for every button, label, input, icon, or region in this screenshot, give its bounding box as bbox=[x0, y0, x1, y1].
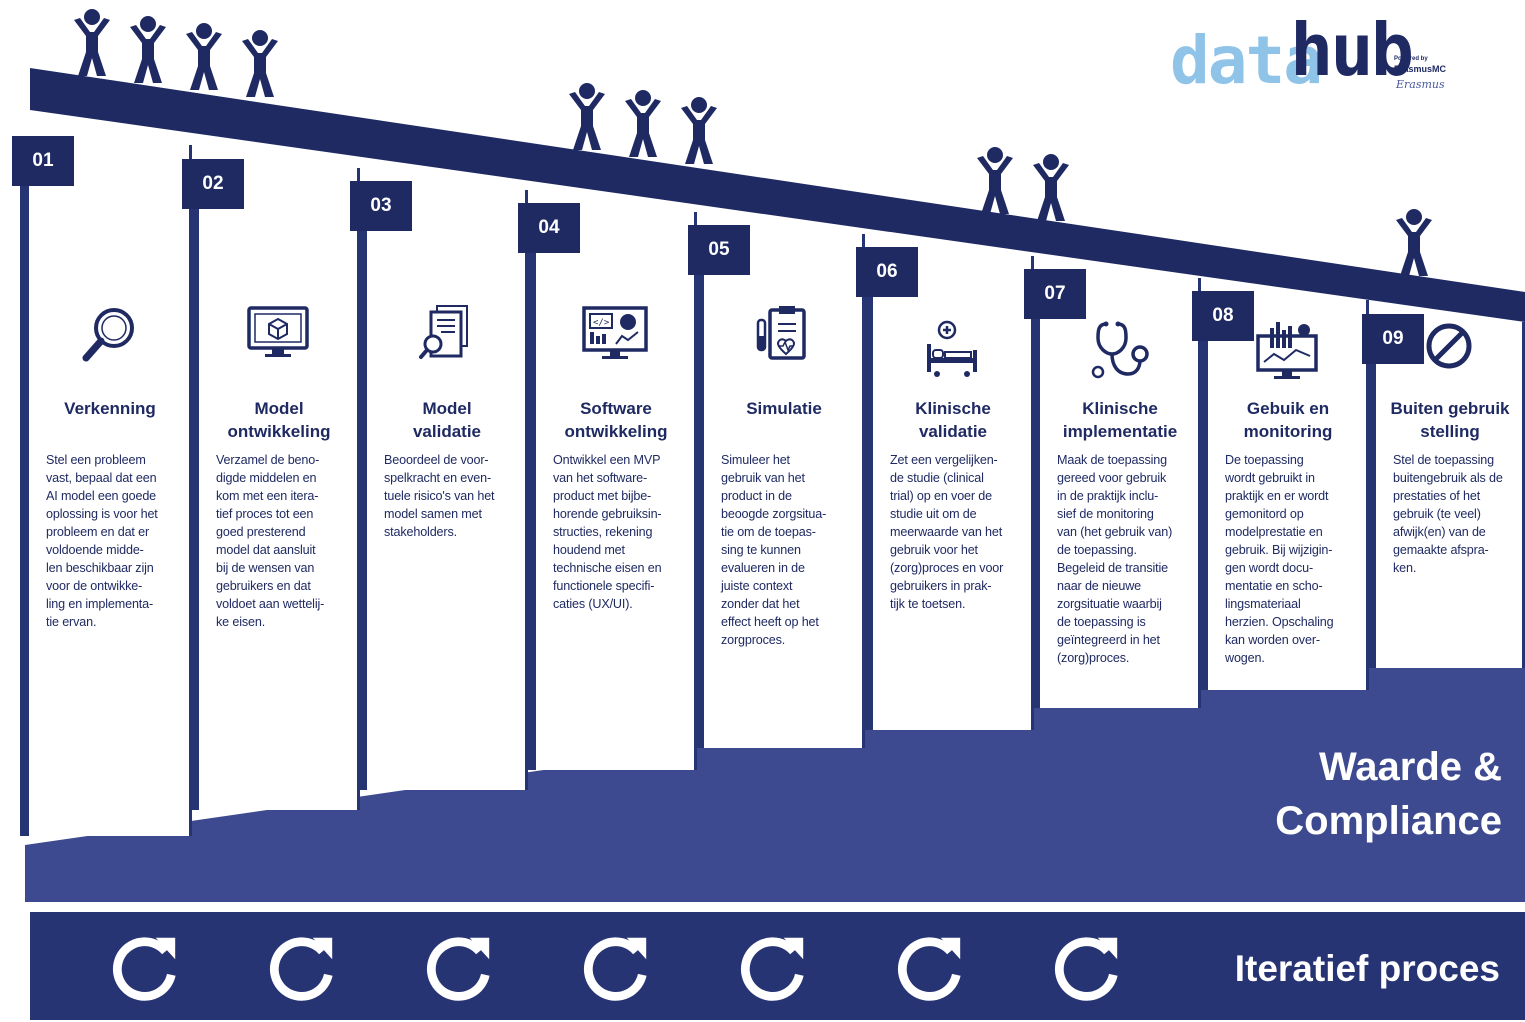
step-column bbox=[1031, 278, 1201, 708]
document-search-icon bbox=[411, 300, 481, 370]
person-icon bbox=[1029, 153, 1073, 228]
step-description: Simuleer het gebruik van het product in … bbox=[721, 453, 827, 647]
logo-tagline: Powered by bbox=[1394, 56, 1428, 62]
person-icon bbox=[238, 29, 282, 104]
refresh-icon bbox=[1047, 930, 1125, 1013]
logo-data-text: data bbox=[1170, 22, 1323, 99]
hospital-bed-icon bbox=[917, 316, 987, 386]
logo-org: ErasmusMC bbox=[1394, 64, 1447, 74]
refresh-icon bbox=[262, 930, 340, 1013]
magnifier-icon bbox=[74, 300, 144, 370]
step-description: Maak de toepassing gereed voor gebruik i… bbox=[1057, 453, 1173, 665]
person-icon bbox=[973, 146, 1017, 221]
value-compliance-label: Waarde & Compliance bbox=[1180, 740, 1502, 848]
step-title: Software ontwikkeling bbox=[564, 399, 668, 441]
step-number-badge: 05 bbox=[688, 225, 750, 275]
value-line1: Waarde & bbox=[1318, 745, 1502, 789]
step-description: Verzamel de beno- digde middelen en kom … bbox=[216, 453, 325, 629]
step-description: Ontwikkel een MVP van het software- prod… bbox=[553, 453, 662, 611]
refresh-icon bbox=[105, 930, 183, 1013]
refresh-icon bbox=[890, 930, 968, 1013]
step-title: Klinische validatie bbox=[915, 399, 991, 441]
step-number-badge: 09 bbox=[1362, 314, 1424, 364]
person-icon bbox=[565, 82, 609, 157]
step-title: Verkenning bbox=[64, 399, 156, 418]
person-icon bbox=[1392, 208, 1436, 283]
iteration-label: Iteratief proces bbox=[1234, 948, 1500, 989]
step-column bbox=[695, 234, 865, 748]
step-column bbox=[358, 190, 528, 790]
step-description: De toepassing wordt gebruikt in praktijk… bbox=[1225, 453, 1334, 665]
step-column bbox=[190, 168, 360, 810]
person-icon bbox=[70, 8, 114, 83]
value-line2: Compliance bbox=[1275, 799, 1502, 843]
step-title: Model ontwikkeling bbox=[227, 399, 331, 441]
clipboard-heart-icon bbox=[748, 300, 818, 370]
step-description: Stel de toepassing buitengebruik als de … bbox=[1393, 453, 1503, 575]
code-dashboard-icon: </> bbox=[580, 300, 650, 370]
step-number-badge: 04 bbox=[518, 203, 580, 253]
analytics-monitor-icon bbox=[1252, 316, 1322, 386]
step-number-badge: 08 bbox=[1192, 291, 1254, 341]
person-icon bbox=[621, 89, 665, 164]
step-number-badge: 06 bbox=[856, 247, 918, 297]
datahub-logo: data hub Powered by ErasmusMC Erasmus bbox=[1170, 8, 1470, 104]
person-icon bbox=[677, 96, 721, 171]
step-description: Zet een vergelijken- de studie (clinical… bbox=[890, 453, 1004, 611]
step-title: Gebuik en monitoring bbox=[1243, 399, 1333, 441]
step-description: Stel een probleem vast, bepaal dat een A… bbox=[46, 453, 158, 629]
step-title: Simulatie bbox=[746, 399, 822, 418]
step-column bbox=[1367, 322, 1525, 668]
step-title: Klinische implementatie bbox=[1062, 399, 1178, 441]
person-icon bbox=[126, 15, 170, 90]
refresh-icon bbox=[576, 930, 654, 1013]
step-number-badge: 02 bbox=[182, 159, 244, 209]
step-number-badge: 07 bbox=[1024, 269, 1086, 319]
iteration-band bbox=[30, 912, 1525, 1020]
step-column bbox=[20, 145, 192, 836]
stethoscope-icon bbox=[1084, 316, 1154, 386]
refresh-icon bbox=[733, 930, 811, 1013]
step-number-badge: 01 bbox=[12, 136, 74, 186]
logo-hub-text: hub bbox=[1290, 8, 1414, 92]
prohibited-icon bbox=[1414, 316, 1484, 386]
logo-script: Erasmus bbox=[1396, 78, 1445, 91]
step-description: Beoordeel de voor- spelkracht en even- t… bbox=[384, 453, 495, 539]
step-number-badge: 03 bbox=[350, 181, 412, 231]
svg-text:</>: </> bbox=[593, 318, 610, 328]
refresh-icon bbox=[419, 930, 497, 1013]
monitor-cube-icon bbox=[243, 300, 313, 370]
person-icon bbox=[182, 22, 226, 97]
top-beam bbox=[30, 68, 1525, 322]
step-title: Buiten gebruik stelling bbox=[1390, 399, 1510, 441]
step-title: Model validatie bbox=[412, 399, 482, 441]
